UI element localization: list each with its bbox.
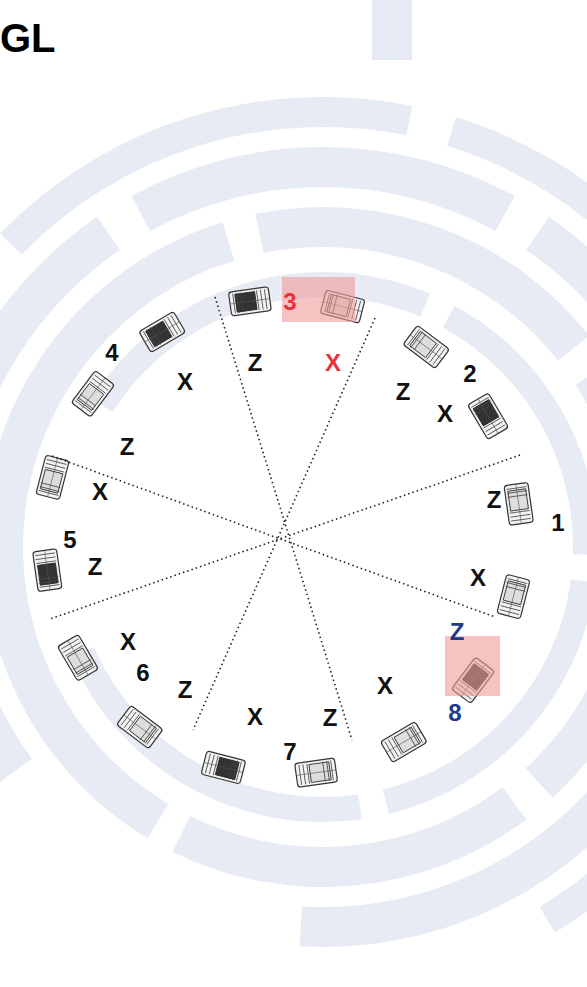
detector-module (139, 311, 186, 352)
highlight-boxes (282, 277, 500, 696)
detector-module (380, 722, 427, 763)
title: GL (0, 18, 56, 58)
axis-label: X (247, 705, 263, 729)
axis-label: X (470, 566, 486, 590)
detector-module (36, 455, 69, 500)
axis-label: Z (487, 488, 502, 512)
axis-label: X (437, 402, 453, 426)
axis-label: X (92, 480, 108, 504)
detector-module (497, 574, 530, 619)
background-arc (255, 207, 587, 361)
module-number: 8 (448, 701, 461, 725)
axis-label: X (120, 630, 136, 654)
axis-label: Z (248, 351, 263, 375)
background-arc (443, 306, 587, 555)
detector-module (468, 393, 509, 440)
sector-line (52, 456, 495, 617)
background-bar (372, 0, 412, 60)
sector-lines (50, 297, 520, 740)
detector-module (403, 325, 449, 368)
background-arc (131, 147, 515, 231)
module-number: 6 (136, 661, 149, 685)
sector-line (193, 318, 375, 730)
axis-label: Z (323, 706, 338, 730)
background-arc (71, 647, 362, 822)
axis-label: X (177, 370, 193, 394)
background-arc (383, 579, 587, 814)
module-number: 7 (283, 740, 296, 764)
detector-module (57, 634, 98, 681)
background-arcs (0, 0, 587, 947)
module-number: 2 (463, 362, 476, 386)
axis-label: X (377, 674, 393, 698)
background-arc (0, 97, 412, 254)
sector-line (50, 455, 520, 619)
module-number: 5 (63, 528, 76, 552)
module-number: 1 (551, 511, 564, 535)
background-arc (540, 515, 587, 932)
axis-label: Z (396, 380, 411, 404)
highlight-box (445, 636, 500, 696)
detector-module (295, 758, 338, 787)
axis-label: Z (178, 678, 193, 702)
module-number: 4 (105, 341, 118, 365)
detector-module (33, 549, 62, 592)
sector-line (215, 297, 352, 740)
detector-module (228, 287, 271, 316)
axis-label: X (325, 351, 341, 375)
detector-modules (33, 287, 534, 788)
highlight-box (282, 277, 355, 322)
axis-label: Z (88, 555, 103, 579)
detector-module (201, 751, 246, 784)
axis-label: Z (450, 620, 465, 644)
axis-label: Z (120, 435, 135, 459)
module-number: 3 (283, 290, 296, 314)
detector-module (117, 705, 163, 748)
detector-module (71, 371, 114, 417)
background-arc (92, 272, 430, 412)
detector-module (504, 482, 533, 525)
